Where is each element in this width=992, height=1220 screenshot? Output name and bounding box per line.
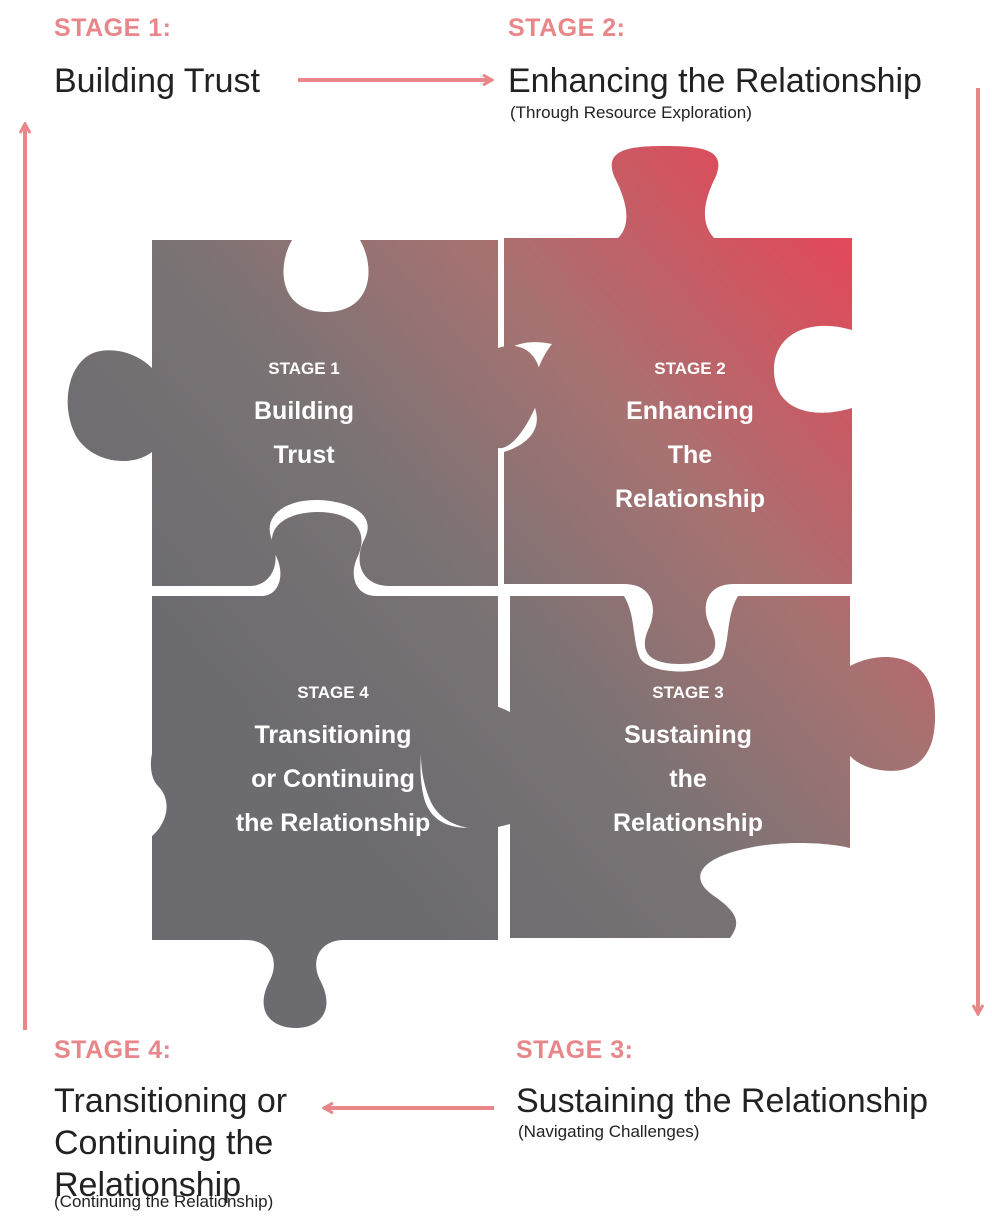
stage3-tag: STAGE 3:: [516, 1036, 634, 1064]
stage3-subtitle: (Navigating Challenges): [518, 1122, 700, 1141]
piece3-line2: the: [669, 765, 707, 793]
stage1-tag: STAGE 1:: [54, 14, 172, 42]
piece3-kicker: STAGE 3: [652, 683, 723, 702]
piece2-kicker: STAGE 2: [654, 359, 725, 378]
piece4-text: STAGE 4 Transitioning or Continuing the …: [236, 683, 430, 837]
stage1-title: Building Trust: [54, 62, 260, 100]
piece2-text: STAGE 2 Enhancing The Relationship: [615, 359, 765, 513]
puzzle-piece-stage1: [67, 240, 542, 586]
piece4-line2: or Continuing: [251, 765, 415, 793]
piece3-line3: Relationship: [613, 809, 763, 837]
piece4-line3: the Relationship: [236, 809, 430, 837]
piece3-line1: Sustaining: [624, 721, 752, 749]
piece4-line1: Transitioning: [255, 721, 412, 749]
piece2-line2: The: [668, 441, 713, 469]
piece1-text: STAGE 1 Building Trust: [254, 359, 354, 469]
puzzle-piece-stage3: [421, 596, 936, 938]
piece2-line1: Enhancing: [626, 397, 754, 425]
piece1-line1: Building: [254, 397, 354, 425]
stage4-title: Transitioning or Continuing the Relation…: [54, 1082, 288, 1204]
stage4-tag: STAGE 4:: [54, 1036, 172, 1064]
puzzle-piece-stage4: [150, 512, 498, 1028]
stage2-tag: STAGE 2:: [508, 14, 626, 42]
stage4-subtitle: (Continuing the Relationship): [54, 1192, 274, 1211]
piece3-text: STAGE 3 Sustaining the Relationship: [613, 683, 763, 837]
stage2-subtitle: (Through Resource Exploration): [510, 103, 752, 122]
puzzle-piece-stage2: [504, 146, 852, 664]
piece2-line3: Relationship: [615, 485, 765, 513]
piece1-line2: Trust: [273, 441, 335, 469]
piece1-kicker: STAGE 1: [268, 359, 339, 378]
piece4-kicker: STAGE 4: [297, 683, 369, 702]
stage2-title: Enhancing the Relationship: [508, 62, 922, 100]
stage3-title: Sustaining the Relationship: [516, 1082, 929, 1120]
